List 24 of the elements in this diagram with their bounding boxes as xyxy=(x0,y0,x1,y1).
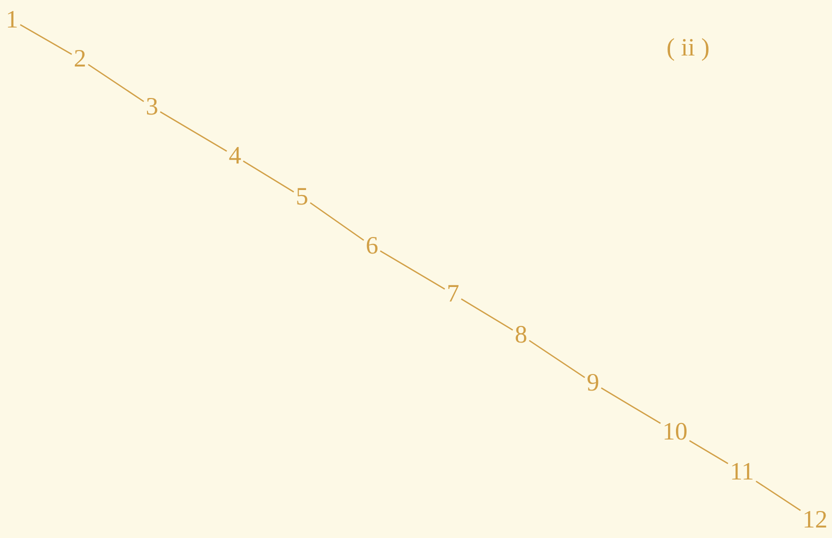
number-label: 8 xyxy=(514,322,528,348)
number-label: 10 xyxy=(662,420,688,444)
number-label: 6 xyxy=(366,234,378,258)
connector-line xyxy=(160,111,228,152)
connector-line xyxy=(380,250,446,290)
connector-line xyxy=(310,202,364,241)
number-label: 7 xyxy=(446,282,460,306)
number-label: 11 xyxy=(730,460,754,484)
number-label: 3 xyxy=(146,94,158,120)
connector-line xyxy=(528,340,586,378)
number-label: 2 xyxy=(74,46,86,72)
number-label: 4 xyxy=(228,144,242,168)
number-label: 12 xyxy=(802,508,828,532)
connector-line xyxy=(20,24,72,55)
number-label: 9 xyxy=(586,370,600,396)
connector-line xyxy=(242,160,294,192)
connector-line xyxy=(689,440,728,464)
connector-line xyxy=(756,480,801,511)
number-label: 1 xyxy=(6,8,18,32)
number-label: 5 xyxy=(296,184,308,210)
panel-label: ( ii ) xyxy=(666,36,710,60)
connector-line xyxy=(600,387,661,424)
connector-line xyxy=(460,298,514,331)
connector-line xyxy=(88,64,144,102)
